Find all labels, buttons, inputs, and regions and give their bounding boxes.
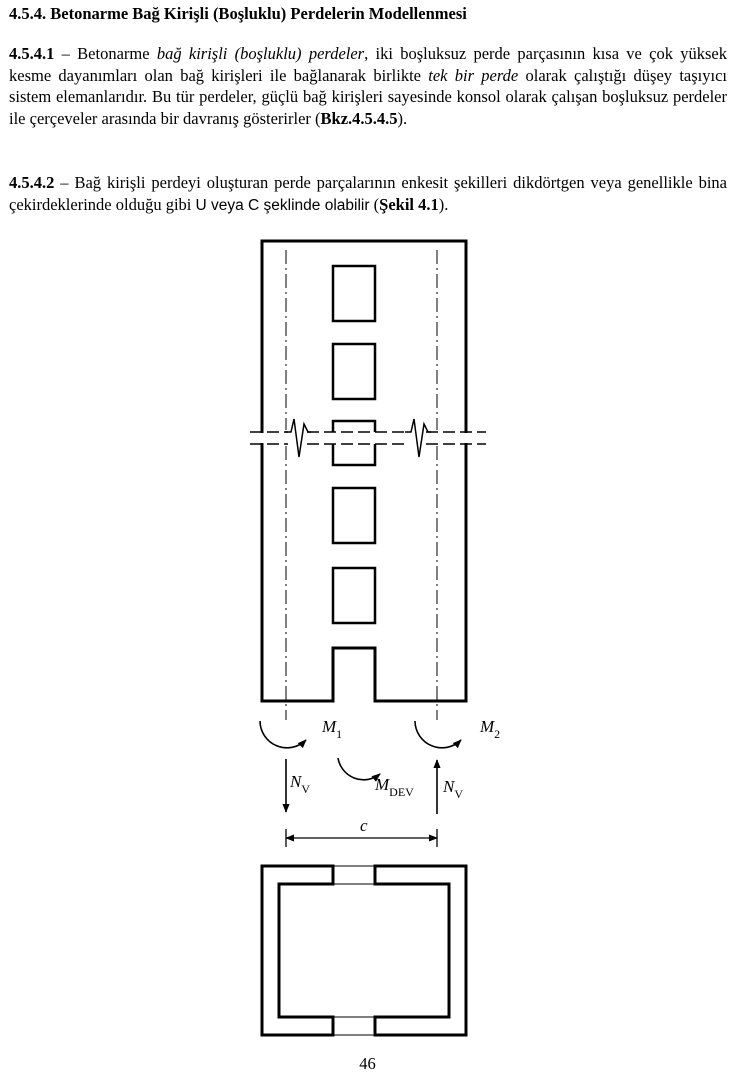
moment-arrow-m2 — [414, 720, 462, 749]
section-heading: 4.5.4. Betonarme Bağ Kirişli (Boşluklu) … — [9, 4, 467, 23]
paragraph-text-sans: U veya C şeklinde olabilir — [195, 196, 370, 214]
moment-arrow-m1 — [259, 720, 307, 749]
wall-opening — [331, 264, 377, 323]
moment-arrow-mdev — [337, 757, 381, 782]
paragraph-text: – Betonarme — [54, 44, 157, 63]
paragraph-text: ( — [369, 194, 380, 214]
wall-opening — [331, 566, 377, 625]
paragraph-number: 4.5.4.2 — [9, 173, 55, 192]
paragraph-text: ). — [397, 108, 408, 128]
break-line — [250, 431, 486, 445]
label-nv-left: NV — [289, 772, 310, 796]
paragraph-4-5-4-2: 4.5.4.2 – Bağ kirişli perdeyi oluşturan … — [9, 172, 727, 216]
wall-opening — [331, 342, 377, 401]
figure-reference: Şekil 4.1 — [379, 194, 439, 214]
paragraph-text: – Bağ kirişli perdeyi oluşturan perde pa… — [9, 173, 727, 214]
plan-outer-wall — [260, 864, 335, 1037]
italic-term: bağ kirişli (boşluklu) perdeler — [156, 44, 365, 63]
label-nv-right: NV — [442, 777, 463, 801]
paragraph-text: , iki boşluksuz perde parçasının kısa ve… — [9, 44, 727, 85]
paragraph-text: ). — [438, 194, 449, 214]
label-mdev: MDEV — [374, 775, 414, 799]
wall-opening — [331, 486, 377, 545]
page-number: 46 — [359, 1054, 376, 1073]
wall-elevation-outline — [260, 239, 468, 703]
break-gap — [256, 433, 472, 443]
dimension-line-c — [285, 829, 438, 847]
paragraph-4-5-4-1: 4.5.4.1 – Betonarme bağ kirişli (boşlukl… — [9, 43, 727, 129]
break-zigzag — [285, 418, 431, 458]
label-c: c — [360, 816, 368, 835]
label-m2: M2 — [479, 717, 500, 741]
plan-outer-wall — [373, 864, 468, 1037]
paragraph-text: olarak çalıştığı düşey taşıyıcı sistem e… — [9, 65, 727, 128]
cross-reference: Bkz.4.5.4.5 — [320, 108, 398, 128]
wall-opening-at-break — [331, 419, 377, 467]
axis-line — [285, 250, 438, 720]
paragraph-number: 4.5.4.1 — [9, 44, 55, 63]
label-m1: M1 — [321, 717, 342, 741]
italic-term: tek bir perde — [428, 65, 519, 85]
plan-coupling-beam — [333, 865, 375, 1036]
